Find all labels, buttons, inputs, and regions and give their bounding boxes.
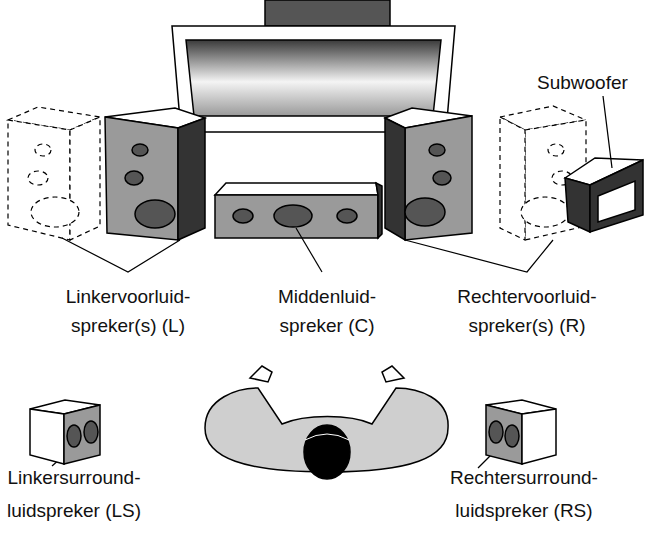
subwoofer-part [565,178,590,232]
center-speaker-part [376,183,382,238]
dashed-left-front-speaker-part [35,144,51,156]
listener-part [382,366,404,382]
dashed-right-front-speaker-part [521,197,569,227]
television-part [265,0,390,26]
left-front-speaker-part [105,117,178,240]
listener [205,366,448,479]
right-surround-speaker [486,400,556,464]
center-speaker-part [233,209,253,223]
listener-part [304,425,350,479]
dashed-right-front-speaker-part [500,117,525,240]
right-front-speaker-part [429,144,445,156]
dashed-right-front-speaker-part [548,144,564,156]
right-front-speaker [385,108,472,240]
right-surround-speaker-part [505,425,519,447]
left-front-speaker-part [132,144,148,156]
leader-lines-part [405,240,553,272]
right-surround-speaker-part [489,421,503,443]
right-surround-speaker-part [486,405,522,464]
subwoofer [565,158,643,232]
part-label: Rechtersurround- luidspreker (RS) [434,461,614,527]
right-surround-speaker-part [522,409,556,464]
part-label: Linkervoorluid- spreker(s) (L) [66,282,191,340]
leader-lines-part [62,238,180,272]
television-part [186,40,441,116]
left-front-speaker [105,108,205,240]
left-surround-speaker-part [67,425,81,447]
right-front-speaker-part [385,118,405,240]
leader-lines-part [296,228,322,272]
listener-part [305,434,349,440]
center-speaker-part [274,205,312,227]
listener-part [250,366,272,382]
left-front-speaker-part [178,118,205,240]
center-speaker [215,183,382,238]
left-surround-speaker-part [30,409,64,464]
left-front-speaker-part [125,171,143,185]
part-label: Rechtervoorluid- spreker(s) (R) [457,282,596,340]
right-front-speaker-part [433,171,451,185]
right-front-speaker-part [405,116,472,240]
center-speaker-part [337,209,357,223]
left-surround-speaker-part [64,405,100,464]
dashed-left-front-speaker [8,107,100,240]
dashed-left-front-speaker-part [28,171,48,185]
left-surround-speaker-part [84,421,98,443]
subwoofer-part [598,181,635,222]
left-front-speaker-part [135,200,175,228]
dashed-left-front-speaker-part [70,117,100,240]
part-label: Linkersurround- luidspreker (LS) [0,461,150,527]
left-surround-speaker [30,400,100,464]
center-speaker-part [215,195,378,238]
center-speaker-part [215,183,378,195]
subwoofer-part [590,160,643,232]
part-label: Middenluid- spreker (C) [278,282,376,340]
dashed-left-front-speaker-part [31,197,79,227]
right-front-speaker-part [405,198,445,226]
leader-lines-part [603,96,612,168]
part-label: Subwoofer [537,68,628,97]
leader-lines [52,96,612,468]
